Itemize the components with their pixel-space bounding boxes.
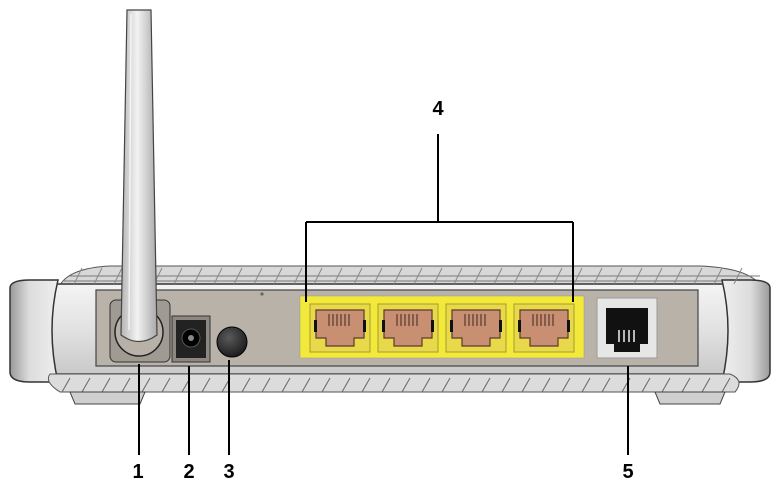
lan-port-group <box>300 296 584 358</box>
callout-3: 3 <box>223 462 234 482</box>
callout-2: 2 <box>183 462 194 482</box>
power-button <box>217 327 247 357</box>
lan-port <box>446 304 506 352</box>
lan-port <box>310 304 370 352</box>
power-jack <box>172 316 210 362</box>
callout-5: 5 <box>622 462 633 482</box>
lan-port <box>514 304 574 352</box>
antenna-rod <box>121 10 157 342</box>
indicator-dot <box>260 292 263 295</box>
antenna <box>110 10 170 362</box>
lan-port <box>378 304 438 352</box>
callout-4: 4 <box>432 99 443 119</box>
phone-port <box>597 298 657 358</box>
callout-1: 1 <box>132 462 143 482</box>
